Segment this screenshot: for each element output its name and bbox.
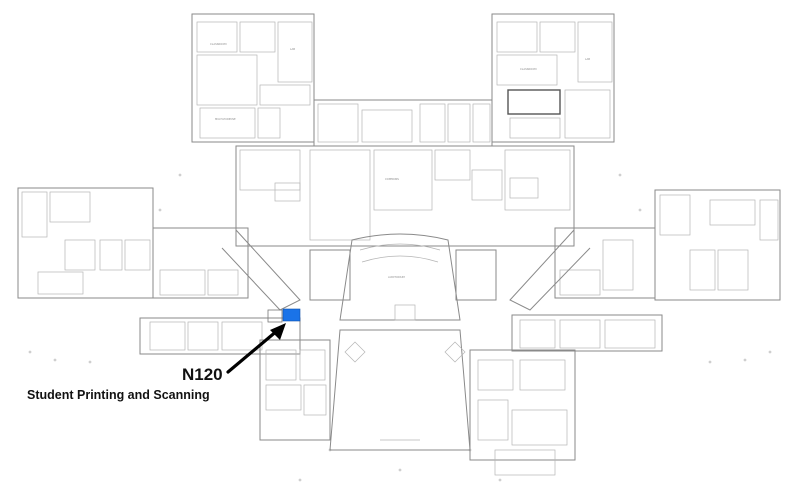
room-n119-outline	[267, 309, 283, 323]
south-east-wing	[469, 314, 663, 476]
svg-text:LAB: LAB	[290, 47, 295, 51]
east-wing	[509, 189, 781, 311]
room-code-label: N120	[182, 365, 223, 384]
svg-text:CLASSROOM: CLASSROOM	[210, 42, 227, 46]
callout-arrow	[226, 323, 286, 374]
svg-text:AUDITORIUM: AUDITORIUM	[388, 275, 405, 279]
west-wing	[17, 187, 301, 311]
south-entrance	[329, 329, 471, 451]
room-description-label: Student Printing and Scanning	[27, 388, 210, 402]
south-west-wing	[139, 317, 331, 441]
north-west-wing: CLASSROOM LAB MULTI-PURPOSE	[191, 13, 315, 143]
svg-text:MULTI-PURPOSE: MULTI-PURPOSE	[215, 117, 236, 121]
svg-text:COMMONS: COMMONS	[385, 177, 399, 181]
central-hall: AUDITORIUM	[309, 233, 497, 321]
room-n120[interactable]	[267, 308, 301, 323]
upper-central-block	[313, 99, 493, 147]
central-body: COMMONS	[235, 145, 575, 247]
svg-text:CLASSROOM: CLASSROOM	[520, 67, 537, 71]
perimeter-dots	[28, 173, 772, 482]
north-east-wing: CLASSROOM LAB	[491, 13, 615, 143]
room-n120-highlight[interactable]	[282, 308, 301, 322]
svg-text:LAB: LAB	[585, 57, 590, 61]
